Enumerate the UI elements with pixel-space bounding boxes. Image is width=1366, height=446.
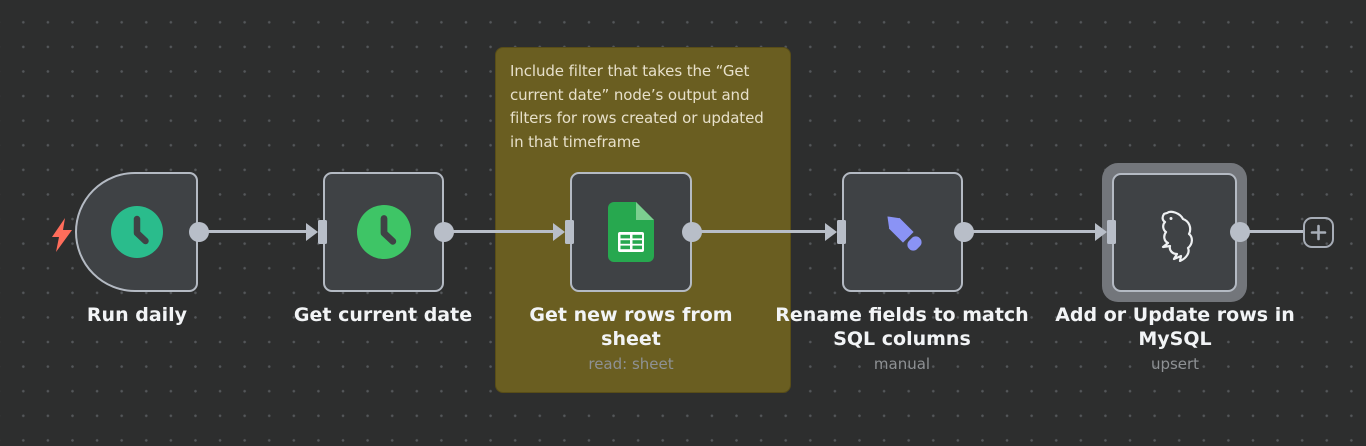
input-port[interactable] xyxy=(318,220,327,244)
node-caption: Run daily xyxy=(5,303,269,327)
node-rename-fields[interactable] xyxy=(842,172,963,292)
connection-line[interactable] xyxy=(1240,230,1303,233)
node-label: Run daily xyxy=(86,304,188,326)
clock-icon xyxy=(356,205,411,259)
plus-icon xyxy=(1310,224,1327,241)
node-caption: Get current date xyxy=(251,303,515,327)
sticky-note[interactable]: Include filter that takes the “Get curre… xyxy=(495,47,791,393)
node-caption: Get new rows from sheet read: sheet xyxy=(499,303,763,373)
connection-line[interactable] xyxy=(444,230,554,233)
node-subtitle: upsert xyxy=(1150,355,1200,373)
connection-arrow-icon xyxy=(553,223,565,241)
node-label: Get current date xyxy=(293,304,473,326)
output-port[interactable] xyxy=(954,222,974,242)
lightning-bolt-icon xyxy=(52,218,72,256)
node-label: Rename fields to match SQL columns xyxy=(775,304,1029,350)
node-subtitle: manual xyxy=(873,355,931,373)
node-get-new-rows-from-sheet[interactable] xyxy=(570,172,692,292)
connection-arrow-icon xyxy=(825,223,837,241)
node-mysql-upsert[interactable] xyxy=(1112,173,1237,292)
node-run-daily[interactable] xyxy=(75,172,198,292)
add-node-button[interactable] xyxy=(1303,217,1334,248)
node-subtitle: read: sheet xyxy=(588,355,674,373)
connection-line[interactable] xyxy=(692,230,826,233)
connection-arrow-icon xyxy=(306,223,318,241)
connection-line[interactable] xyxy=(199,230,307,233)
output-port[interactable] xyxy=(434,222,454,242)
node-caption: Add or Update rows in MySQL upsert xyxy=(1043,303,1307,373)
connection-line[interactable] xyxy=(964,230,1096,233)
clock-icon xyxy=(110,206,163,258)
output-port[interactable] xyxy=(1230,222,1250,242)
node-get-current-date[interactable] xyxy=(323,172,444,292)
connection-arrow-icon xyxy=(1095,223,1107,241)
input-port[interactable] xyxy=(837,220,846,244)
output-port[interactable] xyxy=(682,222,702,242)
input-port[interactable] xyxy=(1107,220,1116,244)
sticky-note-text: Include filter that takes the “Get curre… xyxy=(510,62,764,151)
google-sheets-icon xyxy=(608,202,654,262)
mysql-dolphin-icon xyxy=(1161,210,1193,262)
pencil-icon xyxy=(886,216,922,251)
node-label: Add or Update rows in MySQL xyxy=(1055,304,1295,350)
output-port[interactable] xyxy=(189,222,209,242)
node-label: Get new rows from sheet xyxy=(529,304,733,350)
input-port[interactable] xyxy=(565,220,574,244)
node-caption: Rename fields to match SQL columns manua… xyxy=(770,303,1034,373)
